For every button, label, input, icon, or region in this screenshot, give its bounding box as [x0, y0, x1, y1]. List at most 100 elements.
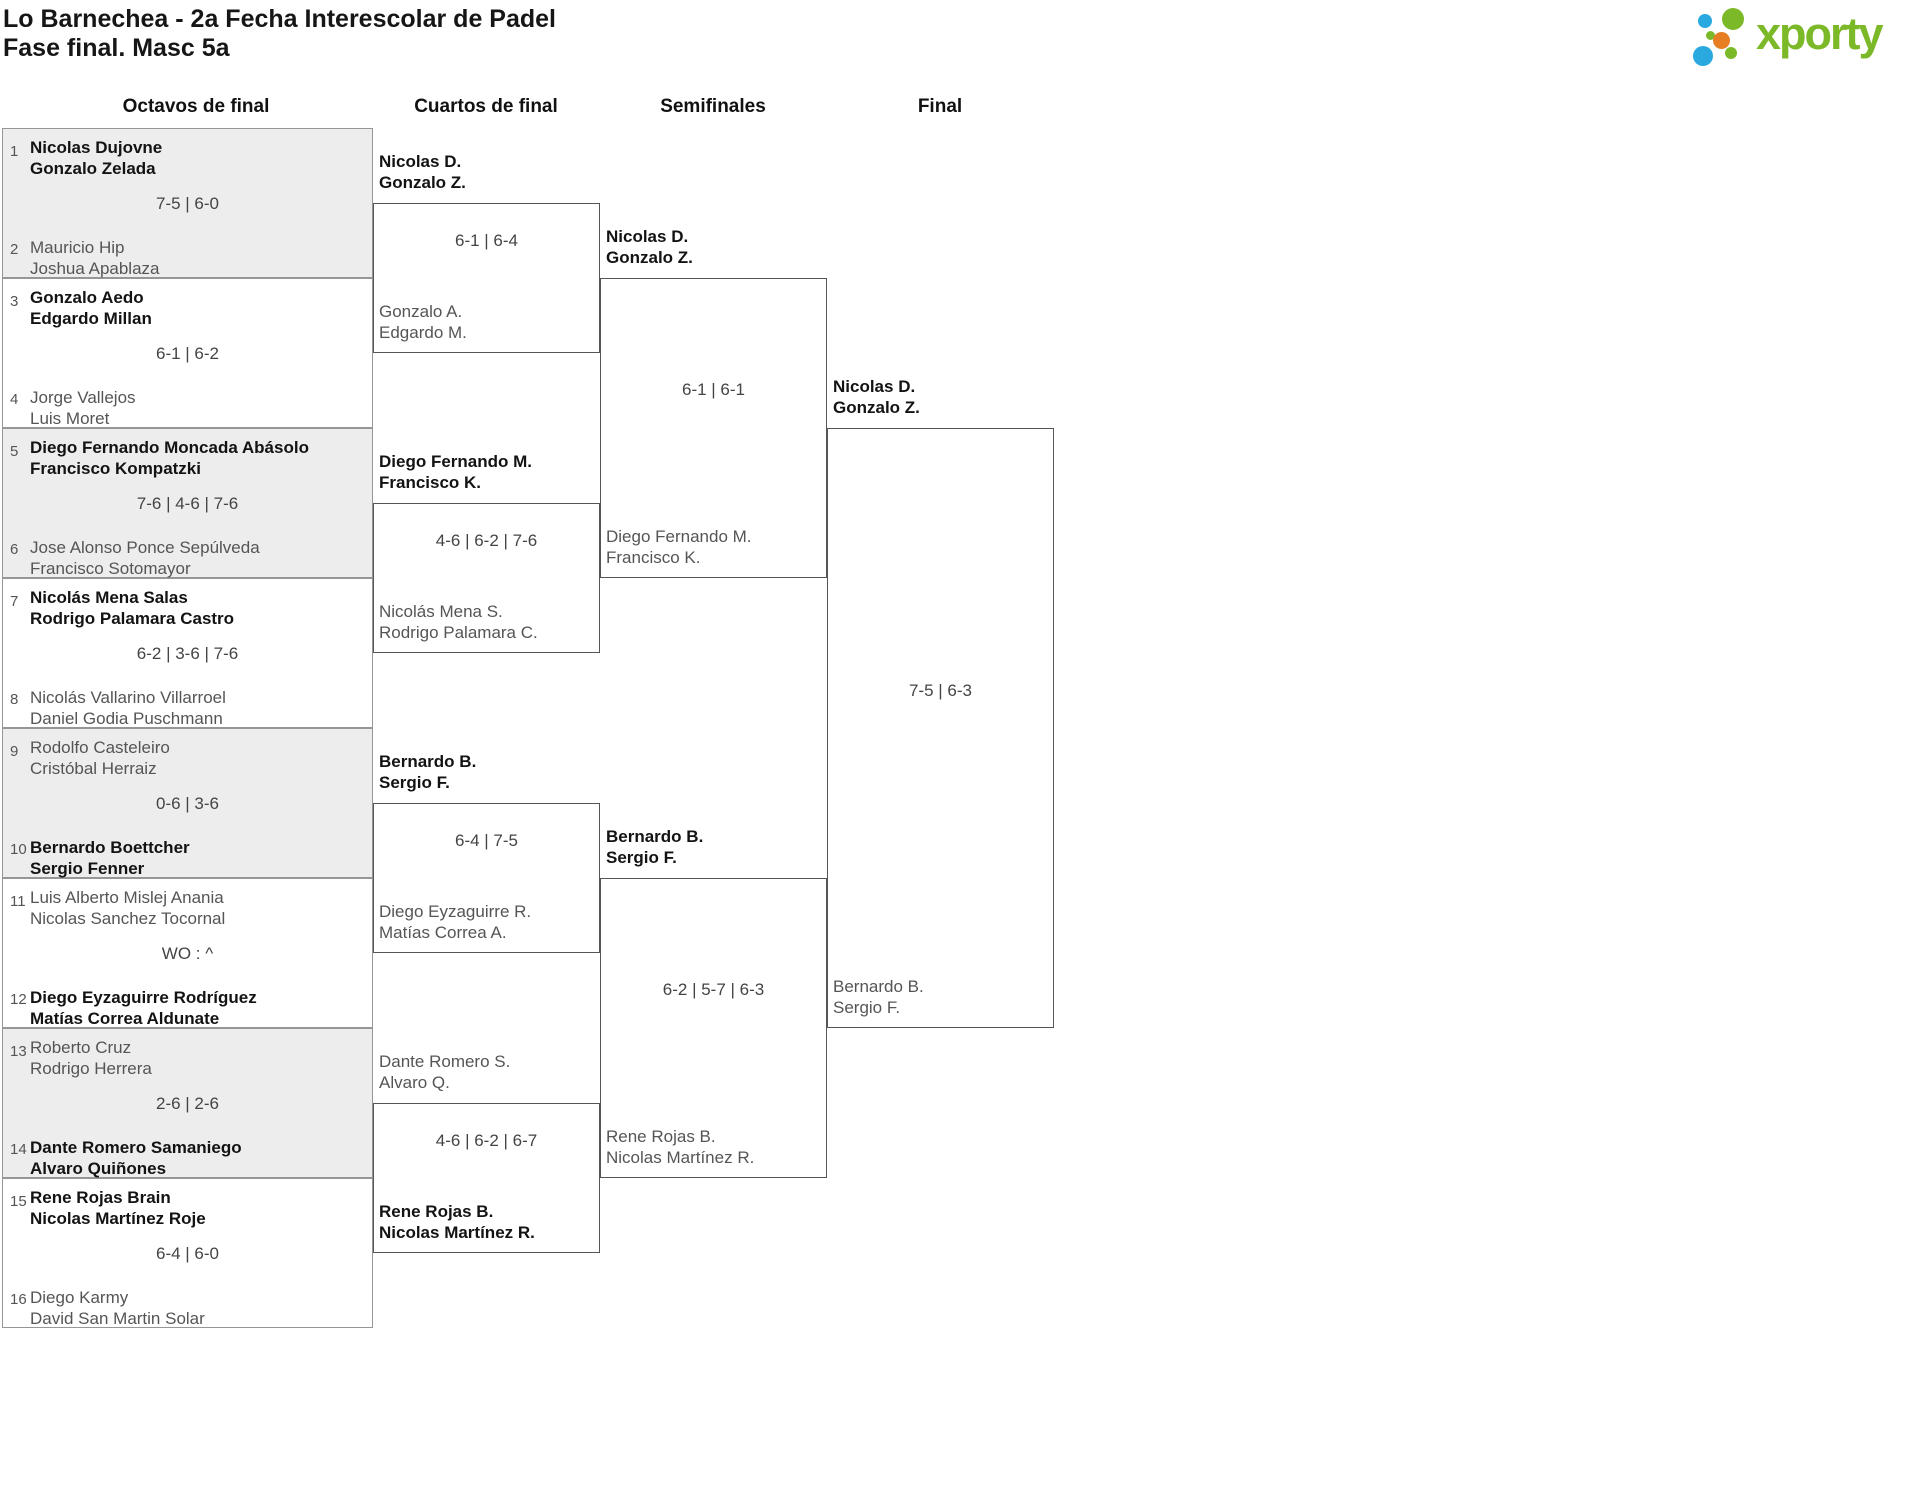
team-name: Sergio F. — [606, 848, 677, 867]
match-score: 2-6 | 2-6 — [155, 1094, 219, 1113]
team-name: Sergio F. — [833, 998, 901, 1017]
seed-number: 1 — [10, 143, 19, 160]
team-dujovne-zelada[interactable]: Nicolas Dujovne Gonzalo Zelada — [30, 137, 162, 179]
semifinal2-team-top[interactable]: Bernardo B. Sergio F. — [606, 826, 703, 868]
team-vallarino-godia[interactable]: Nicolás Vallarino Villarroel Daniel Godi… — [30, 687, 226, 729]
player-name: Mauricio Hip — [30, 238, 125, 257]
team-aedo-millan[interactable]: Gonzalo Aedo Edgardo Millan — [30, 287, 152, 329]
team-ponce-sotomayor[interactable]: Jose Alonso Ponce Sepúlveda Francisco So… — [30, 537, 260, 579]
player-name: Rodolfo Casteleiro — [30, 738, 170, 757]
player-name: Diego Eyzaguirre Rodríguez — [30, 988, 257, 1007]
team-casteleiro-herraiz[interactable]: Rodolfo Casteleiro Cristóbal Herraiz — [30, 737, 170, 779]
cuartos2-team-bottom[interactable]: Nicolás Mena S. Rodrigo Palamara C. — [379, 601, 538, 643]
cuartos4-team-top[interactable]: Dante Romero S. Alvaro Q. — [379, 1051, 510, 1093]
player-name: Francisco Kompatzki — [30, 459, 201, 478]
cuartos3-team-bottom[interactable]: Diego Eyzaguirre R. Matías Correa A. — [379, 901, 531, 943]
team-name: Nicolas D. — [833, 377, 916, 396]
cuartos1-team-top[interactable]: Nicolas D. Gonzalo Z. — [379, 151, 466, 193]
seed-number: 5 — [10, 443, 19, 460]
team-name: Nicolas D. — [379, 152, 462, 171]
team-name: Diego Fernando M. — [606, 527, 752, 546]
team-name: Gonzalo Z. — [606, 248, 693, 267]
semifinal1-team-top[interactable]: Nicolas D. Gonzalo Z. — [606, 226, 693, 268]
seed-number: 16 — [10, 1291, 27, 1308]
match-score: 6-1 | 6-2 — [155, 344, 219, 363]
xporty-logo-text: xporty — [1756, 8, 1884, 59]
seed-number: 2 — [10, 241, 19, 258]
player-name: Nicolas Martínez Roje — [30, 1209, 206, 1228]
match-score: 6-2 | 3-6 | 7-6 — [136, 644, 239, 663]
xporty-logo[interactable]: xporty — [1685, 4, 1915, 76]
player-name: Daniel Godia Puschmann — [30, 709, 223, 728]
player-name: Jose Alonso Ponce Sepúlveda — [30, 538, 260, 557]
semifinal1-score: 6-1 | 6-1 — [681, 380, 745, 399]
team-rojas-martinez[interactable]: Rene Rojas Brain Nicolas Martínez Roje — [30, 1187, 206, 1229]
match-score: 0-6 | 3-6 — [155, 794, 219, 813]
seed-number: 12 — [10, 991, 27, 1008]
team-name: Rodrigo Palamara C. — [379, 623, 538, 642]
final-team-bottom[interactable]: Bernardo B. Sergio F. — [833, 976, 924, 1018]
semifinal1-team-bottom[interactable]: Diego Fernando M. Francisco K. — [606, 526, 752, 568]
match-octavos-7[interactable]: 13 Roberto Cruz Rodrigo Herrera 2-6 | 2-… — [2, 1028, 373, 1178]
player-name: Nicolas Sanchez Tocornal — [30, 909, 226, 928]
match-octavos-8[interactable]: 15 Rene Rojas Brain Nicolas Martínez Roj… — [2, 1178, 373, 1328]
semifinal2-team-bottom[interactable]: Rene Rojas B. Nicolas Martínez R. — [606, 1126, 754, 1168]
team-mislej-sanchez[interactable]: Luis Alberto Mislej Anania Nicolas Sanch… — [30, 887, 225, 929]
team-cruz-herrera[interactable]: Roberto Cruz Rodrigo Herrera — [30, 1037, 152, 1079]
phase-subtitle: Fase final. Masc 5a — [3, 34, 230, 62]
match-octavos-2[interactable]: 3 Gonzalo Aedo Edgardo Millan 6-1 | 6-2 … — [2, 278, 373, 428]
match-box-semifinal-2 — [600, 878, 827, 1178]
player-name: Jorge Vallejos — [30, 388, 136, 407]
player-name: Nicolas Dujovne — [30, 138, 163, 157]
match-score: 7-6 | 4-6 | 7-6 — [136, 494, 239, 513]
team-eyzaguirre-correa[interactable]: Diego Eyzaguirre Rodríguez Matías Correa… — [30, 987, 257, 1029]
logo-dot-icon — [1713, 32, 1730, 49]
cuartos2-team-top[interactable]: Diego Fernando M. Francisco K. — [379, 451, 532, 493]
player-name: Rodrigo Herrera — [30, 1059, 152, 1078]
team-name: Matías Correa A. — [379, 923, 507, 942]
player-name: Joshua Apablaza — [30, 259, 160, 278]
match-octavos-4[interactable]: 7 Nicolás Mena Salas Rodrigo Palamara Ca… — [2, 578, 373, 728]
team-mena-palamara[interactable]: Nicolás Mena Salas Rodrigo Palamara Cast… — [30, 587, 234, 629]
seed-number: 4 — [10, 391, 19, 408]
team-name: Gonzalo Z. — [833, 398, 920, 417]
team-hip-apablaza[interactable]: Mauricio Hip Joshua Apablaza — [30, 237, 160, 279]
player-name: Luis Alberto Mislej Anania — [30, 888, 224, 907]
team-name: Edgardo M. — [379, 323, 467, 342]
team-name: Nicolas Martínez R. — [606, 1148, 755, 1167]
seed-number: 9 — [10, 743, 19, 760]
player-name: David San Martin Solar — [30, 1309, 205, 1328]
team-karmy-sanmartin[interactable]: Diego Karmy David San Martin Solar — [30, 1287, 205, 1329]
player-name: Alvaro Quiñones — [30, 1159, 167, 1178]
player-name: Edgardo Millan — [30, 309, 152, 328]
match-box-semifinal-1 — [600, 278, 827, 578]
player-name: Diego Karmy — [30, 1288, 129, 1307]
team-moncada-kompatzki[interactable]: Diego Fernando Moncada Abásolo Francisco… — [30, 437, 309, 479]
cuartos3-team-top[interactable]: Bernardo B. Sergio F. — [379, 751, 476, 793]
seed-number: 3 — [10, 293, 19, 310]
team-name: Francisco K. — [379, 473, 482, 492]
team-romero-quinones[interactable]: Dante Romero Samaniego Alvaro Quiñones — [30, 1137, 242, 1179]
match-octavos-3[interactable]: 5 Diego Fernando Moncada Abásolo Francis… — [2, 428, 373, 578]
match-score: WO : ^ — [161, 944, 214, 963]
team-name: Nicolás Mena S. — [379, 602, 503, 621]
match-octavos-1[interactable]: 1 Nicolas Dujovne Gonzalo Zelada 7-5 | 6… — [2, 128, 373, 278]
player-name: Nicolás Mena Salas — [30, 588, 188, 607]
team-vallejos-moret[interactable]: Jorge Vallejos Luis Moret — [30, 387, 136, 429]
semifinal2-score: 6-2 | 5-7 | 6-3 — [662, 980, 765, 999]
team-name: Bernardo B. — [606, 827, 704, 846]
seed-number: 15 — [10, 1193, 27, 1210]
final-team-top[interactable]: Nicolas D. Gonzalo Z. — [833, 376, 920, 418]
team-boettcher-fenner[interactable]: Bernardo Boettcher Sergio Fenner — [30, 837, 190, 879]
seed-number: 7 — [10, 593, 19, 610]
player-name: Rodrigo Palamara Castro — [30, 609, 235, 628]
team-name: Rene Rojas B. — [606, 1127, 716, 1146]
seed-number: 8 — [10, 691, 19, 708]
seed-number: 10 — [10, 841, 27, 858]
match-octavos-5[interactable]: 9 Rodolfo Casteleiro Cristóbal Herraiz 0… — [2, 728, 373, 878]
player-name: Gonzalo Aedo — [30, 288, 144, 307]
cuartos1-team-bottom[interactable]: Gonzalo A. Edgardo M. — [379, 301, 467, 343]
match-octavos-6[interactable]: 11 Luis Alberto Mislej Anania Nicolas Sa… — [2, 878, 373, 1028]
cuartos4-team-bottom[interactable]: Rene Rojas B. Nicolas Martínez R. — [379, 1201, 535, 1243]
player-name: Bernardo Boettcher — [30, 838, 190, 857]
